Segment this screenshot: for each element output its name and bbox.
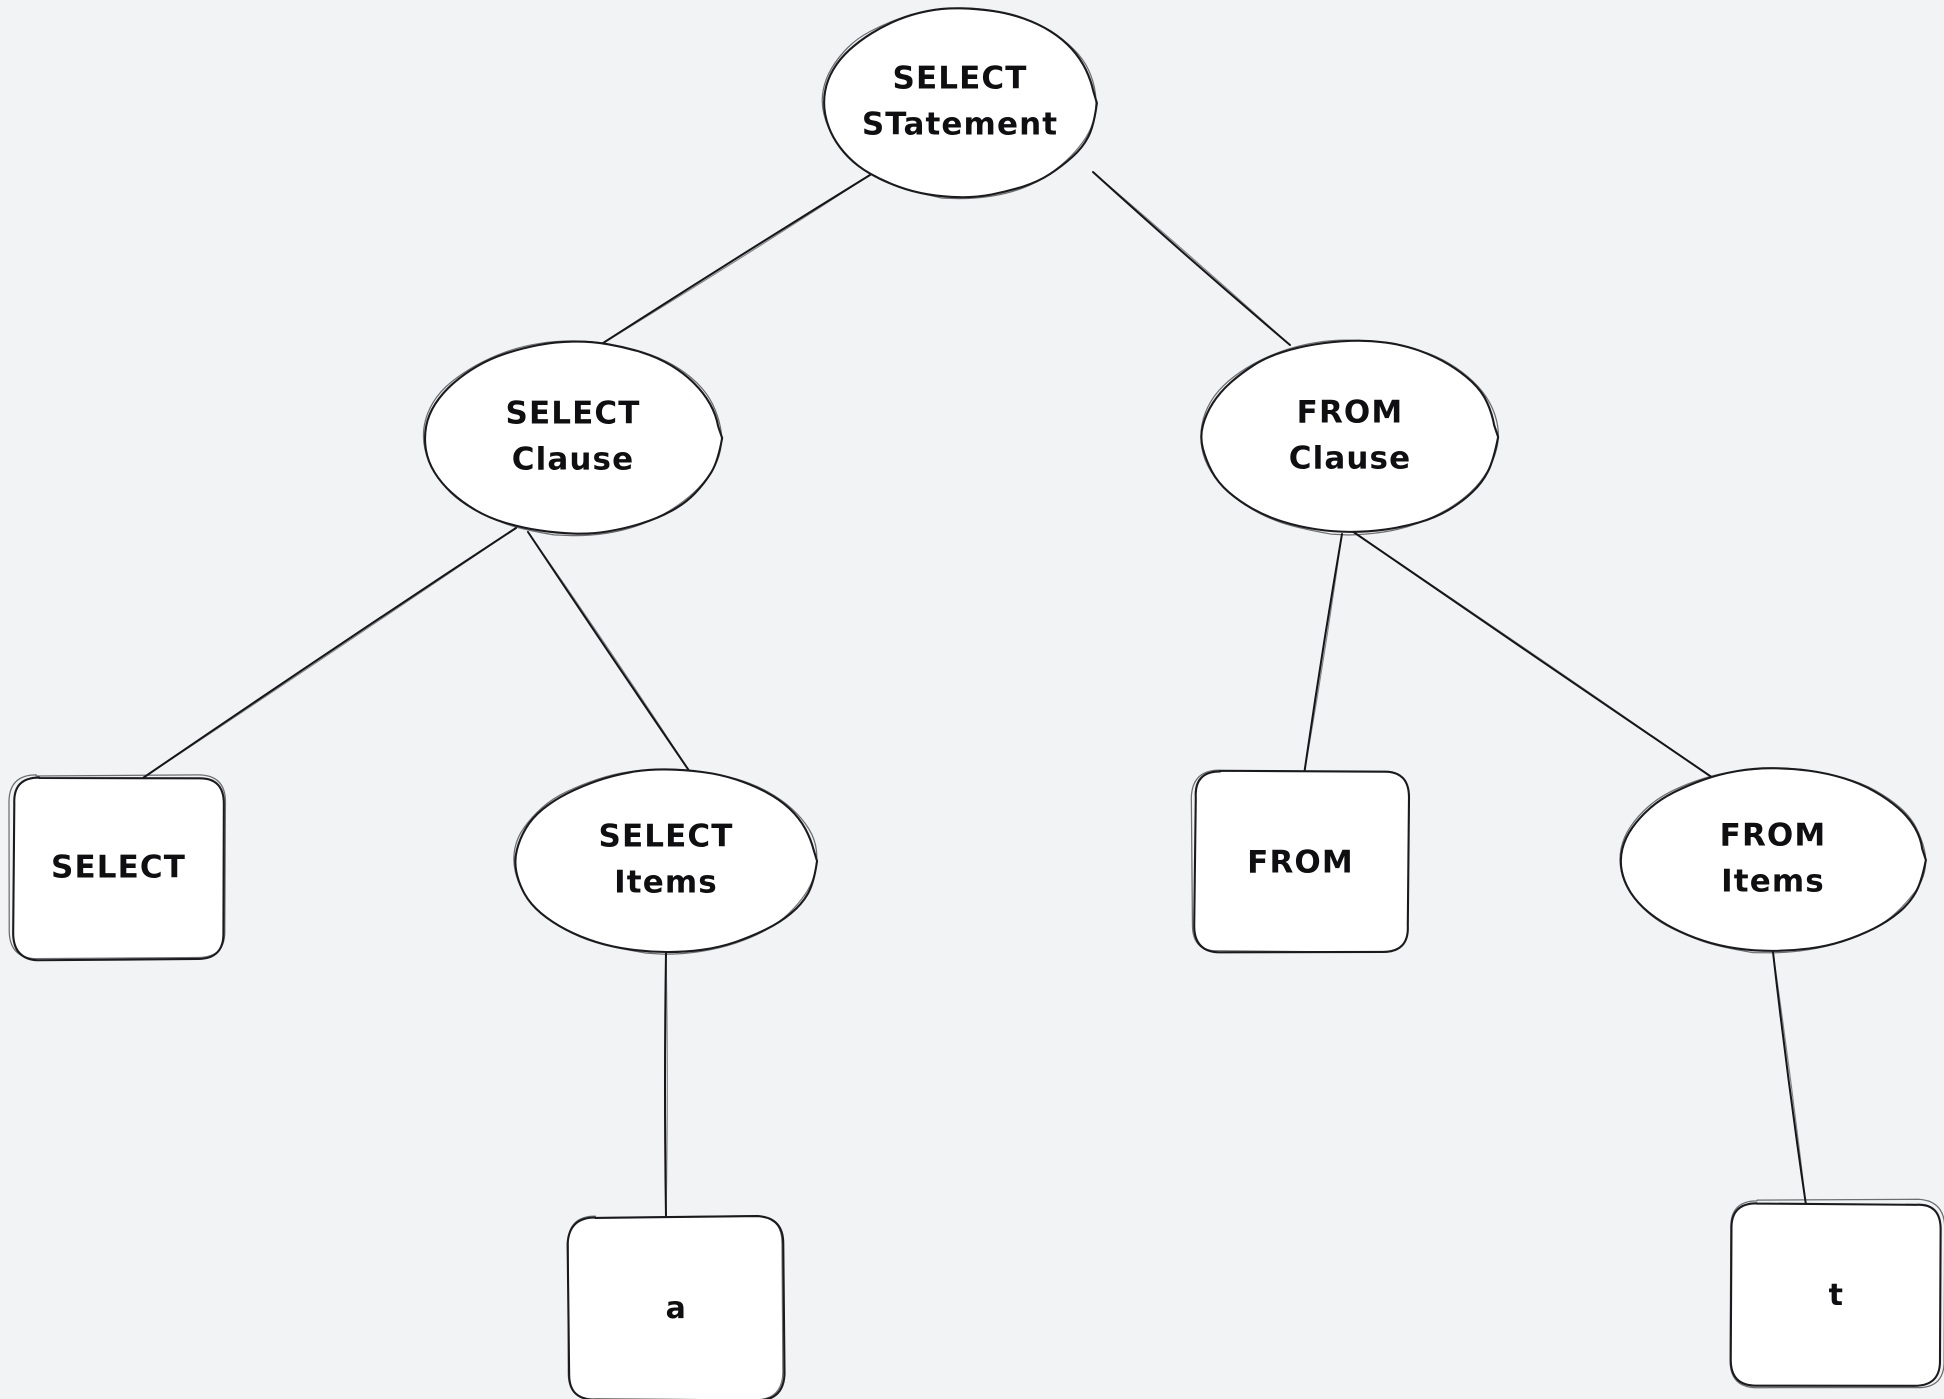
node-outline-sketch <box>1190 769 1410 954</box>
node-select-terminal[interactable]: SELECT <box>8 774 227 962</box>
edge-select-clause-to-select-terminal <box>139 527 517 781</box>
node-table-t[interactable]: t <box>1729 1198 1944 1389</box>
node-outline <box>1619 767 1927 952</box>
edge-stroke-sketch <box>665 951 668 1219</box>
node-outline <box>566 1215 786 1399</box>
node-outline-sketch <box>422 340 723 537</box>
edge-stroke-sketch <box>139 527 517 781</box>
edge-stroke <box>139 527 517 781</box>
edge-stroke <box>527 531 693 776</box>
node-outline <box>514 768 819 954</box>
edge-from-clause-to-from-terminal <box>1303 533 1343 776</box>
node-outline-sketch <box>1619 767 1927 954</box>
edge-stroke <box>1092 171 1291 346</box>
edge-select-statement-to-from-clause <box>1092 171 1291 346</box>
edge-select-items-to-column-a <box>663 951 668 1219</box>
edge-from-clause-to-from-items <box>1351 530 1714 779</box>
node-outline <box>1729 1202 1942 1387</box>
node-outline <box>1200 339 1500 533</box>
node-outline-sketch <box>567 1215 784 1399</box>
edge-stroke-sketch <box>527 531 693 776</box>
edge-stroke <box>1303 533 1343 776</box>
edge-stroke-sketch <box>1303 533 1343 776</box>
edge-stroke <box>599 174 871 346</box>
edge-stroke-sketch <box>1351 530 1714 779</box>
edge-stroke <box>663 951 667 1219</box>
node-outline-sketch <box>8 774 227 960</box>
node-from-terminal[interactable]: FROM <box>1190 769 1411 954</box>
edge-select-clause-to-select-items <box>527 531 693 776</box>
node-outline-sketch <box>513 768 818 955</box>
node-column-a[interactable]: a <box>566 1215 786 1399</box>
node-outline-sketch <box>1729 1198 1944 1389</box>
edge-stroke <box>1772 951 1807 1206</box>
node-outline-sketch <box>821 7 1097 200</box>
edge-select-statement-to-select-clause <box>599 174 871 346</box>
edge-stroke-sketch <box>599 174 871 346</box>
node-outline <box>12 776 225 962</box>
edge-stroke-sketch <box>1092 171 1291 346</box>
node-outline <box>1193 769 1411 954</box>
edges-layer <box>139 171 1807 1219</box>
edge-stroke-sketch <box>1772 951 1807 1206</box>
node-outline-sketch <box>1200 339 1499 536</box>
edge-from-items-to-table-t <box>1772 951 1807 1206</box>
